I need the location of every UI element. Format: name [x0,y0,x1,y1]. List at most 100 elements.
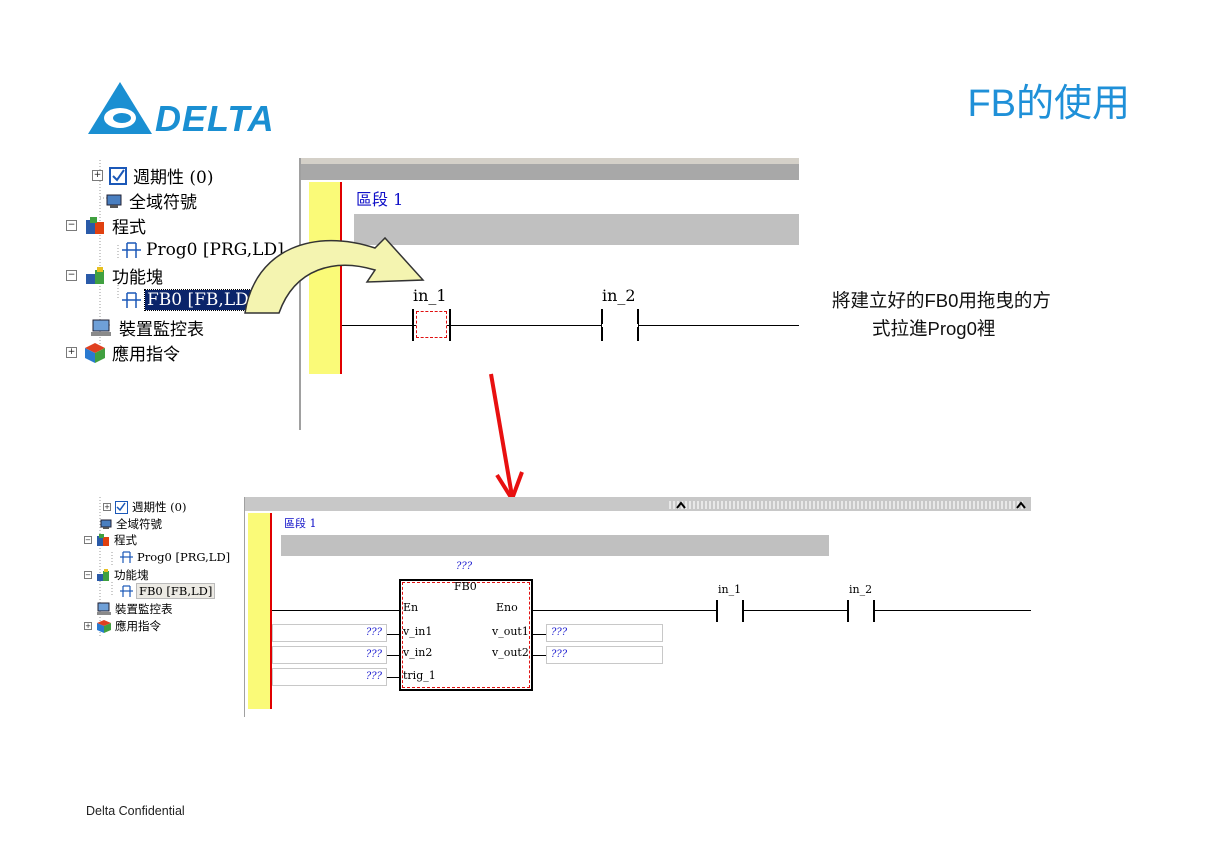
contact-label-in2: in_2 [602,286,636,305]
contact-label-in1: in_1 [718,583,742,596]
tree-item-prog0[interactable]: Prog0 [PRG,LD] [120,550,230,564]
expand-icon[interactable]: + [103,503,111,511]
contact-in2-right[interactable] [637,309,639,341]
tree-item-function-blocks[interactable]: − 功能塊 [84,567,149,583]
collapse-icon[interactable]: − [84,571,92,579]
note-line-2: 式拉進Prog0裡 [872,318,996,339]
rung-line [342,325,799,326]
contact-in1-right[interactable] [449,309,451,341]
tree-lines [99,497,113,637]
tree-item-function-blocks[interactable]: − 功能塊 [66,263,163,288]
tree-item-label: 程式 [114,533,137,547]
fb-pin-v-out1: v_out1 [492,625,529,638]
rung-line [533,610,1031,611]
fb-type-name: FB0 [454,580,477,593]
tree-item-device-monitor[interactable]: 裝置監控表 [96,601,173,617]
power-rail [248,513,270,709]
power-rail-line [270,513,272,709]
contact-in2-left[interactable] [847,600,849,622]
chevron-up-icon[interactable] [676,500,686,510]
collapse-icon[interactable]: − [84,536,92,544]
drag-arrow-icon [244,236,425,314]
tree-item-device-monitor[interactable]: 裝置監控表 [90,315,204,340]
logo-wordmark: DELTA [155,98,275,139]
ladder-editor-top[interactable]: 區段 1 in_1 in_2 [299,158,799,430]
input-value: ??? [365,649,382,660]
tree-item-cyclic[interactable]: + 週期性 (0) [92,163,213,188]
expand-icon[interactable]: + [66,347,77,358]
tree-item-label: 程式 [112,218,146,238]
input-trig[interactable]: ??? [272,668,387,686]
page-title: FB的使用 [967,83,1130,125]
tree-item-programs[interactable]: − 程式 [66,213,146,238]
ladder-editor-bottom[interactable]: 區段 1 ??? FB0 En Eno v_in1 v_in2 trig_1 v… [244,497,1031,717]
tree-item-global-symbols[interactable]: 全域符號 [104,188,197,213]
contact-label-in2: in_2 [849,583,873,596]
contact-in1-left[interactable] [412,309,414,341]
checkbox-icon [115,500,128,514]
input-v-in2[interactable]: ??? [272,646,387,664]
function-block[interactable] [399,579,533,691]
tree-item-label: 裝置監控表 [119,320,204,340]
global-symbols-icon [106,194,122,208]
tree-item-label: 全域符號 [129,193,197,213]
output-value: ??? [551,627,568,638]
tree-item-fb0[interactable]: FB0 [FB,LD] [122,289,259,311]
fb-instance-name[interactable]: ??? [456,561,473,572]
collapse-icon[interactable]: − [66,220,77,231]
input-v-in1[interactable]: ??? [272,624,387,642]
horizontal-scrollbar[interactable] [669,501,1024,509]
segment-comment-bar[interactable] [354,214,799,245]
tree-item-label: FB0 [FB,LD] [143,289,259,311]
delta-logo [88,82,152,134]
tree-item-fb0[interactable]: FB0 [FB,LD] [120,583,216,599]
footer-confidential: Delta Confidential [86,804,185,818]
program-folder-icon [97,534,109,546]
tree-item-programs[interactable]: − 程式 [84,532,137,548]
instruction-note: 將建立好的FB0用拖曳的方 式拉進Prog0裡 [832,287,1051,343]
tree-item-label: 週期性 (0) [132,500,187,514]
input-value: ??? [365,671,382,682]
fb-pin-v-in1: v_in1 [403,625,433,638]
expand-icon[interactable]: + [92,170,103,181]
contact-in1-left[interactable] [716,600,718,622]
chevron-up-icon[interactable] [1016,500,1026,510]
rung-line [272,610,400,611]
tree-item-label: 應用指令 [115,619,161,633]
cube-icon [85,342,105,363]
output-v-out2[interactable]: ??? [546,646,663,664]
fb-pin-eno: Eno [496,601,518,614]
monitor-icon [97,602,111,615]
power-rail [309,182,341,374]
tree-item-label: 功能塊 [114,568,149,582]
segment-comment-bar[interactable] [281,535,829,556]
tree-item-label: 功能塊 [112,268,163,288]
tree-item-instructions[interactable]: + 應用指令 [66,340,180,365]
program-folder-icon [86,216,104,234]
checkbox-icon [109,166,127,185]
note-line-1: 將建立好的FB0用拖曳的方 [832,290,1051,311]
contact-label-in1: in_1 [413,286,447,305]
segment-label: 區段 1 [356,190,404,209]
expand-icon[interactable]: + [84,622,92,630]
tree-item-prog0[interactable]: Prog0 [PRG,LD] [122,240,284,260]
ladder-icon [122,242,141,258]
contact-in2-right[interactable] [873,600,875,622]
tree-item-cyclic[interactable]: + 週期性 (0) [103,499,186,515]
tree-item-instructions[interactable]: + 應用指令 [84,618,161,634]
fb-pin-v-in2: v_in2 [403,646,433,659]
function-block-folder-icon [86,266,104,284]
ladder-icon [120,550,133,563]
tree-item-label: FB0 [FB,LD] [135,583,216,599]
tree-item-label: 應用指令 [112,345,180,365]
tree-item-global-symbols[interactable]: 全域符號 [99,516,162,532]
tree-item-label: Prog0 [PRG,LD] [137,550,231,564]
drop-target[interactable] [416,311,447,338]
output-v-out1[interactable]: ??? [546,624,663,642]
collapse-icon[interactable]: − [66,270,77,281]
contact-in1-right[interactable] [742,600,744,622]
fb-pin-trig: trig_1 [403,669,436,682]
global-symbols-icon [100,519,112,529]
fb-pin-v-out2: v_out2 [492,646,529,659]
tree-item-label: 週期性 (0) [133,168,214,188]
